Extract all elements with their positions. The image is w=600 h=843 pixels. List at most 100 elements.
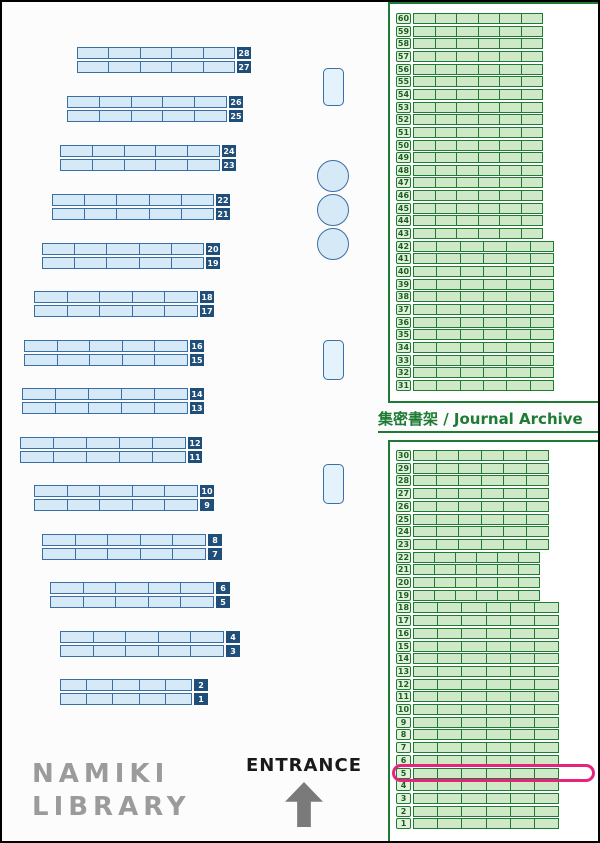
shelf-row-14: 14	[22, 388, 204, 400]
archive-shelf-3: 3	[396, 792, 559, 804]
archive-shelf-60: 60	[396, 13, 543, 24]
archive-shelf-57: 57	[396, 50, 543, 62]
shelf-bar	[34, 291, 198, 303]
shelf-bar	[52, 194, 214, 206]
archive-number-tag: 1	[396, 818, 411, 830]
shelf-number-tag: 21	[216, 208, 230, 220]
archive-bar	[413, 691, 559, 703]
shelf-row-2: 2	[60, 679, 208, 691]
archive-shelf-36: 36	[396, 316, 554, 328]
archive-number-tag: 37	[396, 303, 411, 315]
archive-bar	[413, 278, 554, 290]
shelf-row-27: 27	[77, 61, 251, 73]
shelf-number-tag: 6	[216, 582, 230, 594]
archive-shelf-7: 7	[396, 742, 559, 754]
archive-number-tag: 58	[396, 38, 411, 50]
shelf-bar	[42, 257, 204, 269]
shelf-row-3: 3	[60, 645, 240, 657]
shelf-number-tag: 7	[208, 548, 222, 560]
archive-number-tag: 21	[396, 564, 411, 576]
archive-bar	[413, 341, 554, 353]
archive-bar	[413, 316, 554, 328]
shelf-row-6: 6	[50, 582, 230, 594]
archive-shelf-2: 2	[396, 805, 559, 817]
archive-bar	[413, 577, 540, 588]
archive-number-tag: 15	[396, 640, 411, 652]
shelf-number-tag: 20	[206, 243, 220, 255]
shelf-number-tag: 3	[226, 645, 240, 657]
archive-number-tag: 24	[396, 526, 411, 538]
archive-shelf-50: 50	[396, 139, 543, 151]
archive-shelf-30: 30	[396, 450, 549, 461]
archive-bar	[413, 114, 543, 126]
archive-shelf-27: 27	[396, 488, 549, 500]
archive-number-tag: 45	[396, 202, 411, 214]
shelf-number-tag: 28	[237, 47, 251, 59]
archive-number-tag: 56	[396, 63, 411, 75]
shelf-number-tag: 8	[208, 534, 222, 546]
shelf-bar	[60, 693, 192, 705]
archive-shelf-48: 48	[396, 164, 543, 176]
archive-shelf-6: 6	[396, 754, 559, 766]
shelf-number-tag: 27	[237, 61, 251, 73]
archive-bar	[413, 564, 540, 576]
shelf-number-tag: 19	[206, 257, 220, 269]
archive-bar	[413, 50, 543, 62]
archive-bar	[413, 228, 543, 240]
archive-shelf-35: 35	[396, 329, 554, 341]
archive-number-tag: 17	[396, 615, 411, 627]
archive-bar	[413, 767, 559, 779]
archive-shelf-28: 28	[396, 475, 549, 487]
shelf-number-tag: 23	[222, 159, 236, 171]
shelf-bar	[52, 208, 214, 220]
archive-bar	[413, 538, 549, 550]
library-name-line1: NAMIKI	[32, 759, 170, 789]
archive-bar	[413, 215, 543, 227]
shelf-bar	[50, 582, 214, 594]
archive-bar	[413, 805, 559, 817]
archive-shelf-38: 38	[396, 291, 554, 303]
archive-bar	[413, 678, 559, 690]
shelf-bar	[60, 145, 220, 157]
archive-bar	[413, 139, 543, 151]
archive-bar	[413, 177, 543, 189]
archive-bar	[413, 303, 554, 315]
shelf-row-20: 20	[42, 243, 220, 255]
archive-shelf-20: 20	[396, 577, 540, 588]
archive-bar	[413, 589, 540, 601]
archive-number-tag: 60	[396, 13, 411, 24]
archive-number-tag: 44	[396, 215, 411, 227]
archive-bar	[413, 190, 543, 202]
archive-number-tag: 49	[396, 152, 411, 164]
archive-shelf-46: 46	[396, 190, 543, 202]
archive-bar	[413, 202, 543, 214]
archive-bar	[413, 266, 554, 277]
shelf-number-tag: 2	[194, 679, 208, 691]
archive-number-tag: 7	[396, 742, 411, 754]
shelf-bar	[60, 645, 224, 657]
archive-shelf-52: 52	[396, 114, 543, 126]
pillar	[323, 68, 344, 106]
archive-bar	[413, 780, 559, 792]
archive-shelf-15: 15	[396, 640, 559, 652]
shelf-number-tag: 18	[200, 291, 214, 303]
archive-number-tag: 5	[396, 767, 411, 779]
archive-bar	[413, 379, 554, 391]
shelf-number-tag: 9	[200, 499, 214, 511]
shelf-bar	[22, 402, 188, 414]
shelf-bar	[42, 548, 206, 560]
shelf-bar	[34, 305, 198, 317]
entrance-label: ENTRANCE	[246, 755, 362, 776]
archive-number-tag: 28	[396, 475, 411, 487]
archive-shelf-12: 12	[396, 678, 559, 690]
archive-bar	[413, 602, 559, 614]
archive-shelf-45: 45	[396, 202, 543, 214]
archive-bar	[413, 101, 543, 113]
archive-shelf-25: 25	[396, 513, 549, 525]
